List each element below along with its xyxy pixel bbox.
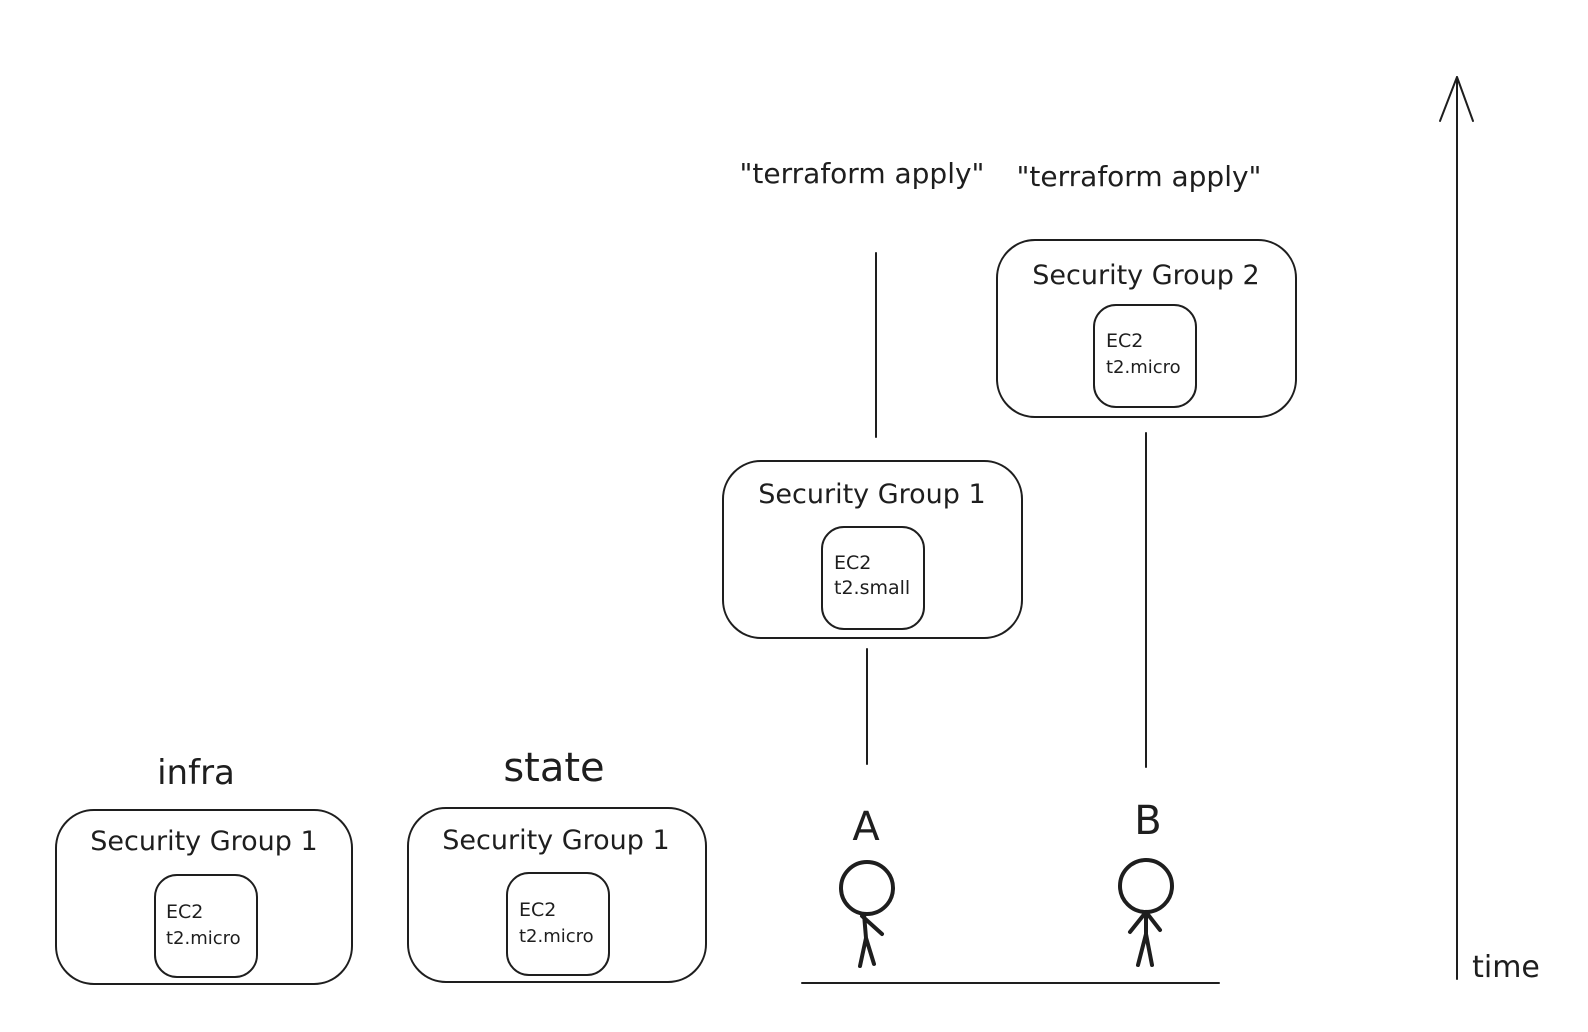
person-b-icon (1118, 858, 1174, 967)
b-security-group: Security Group 2 EC2 t2.micro (996, 239, 1297, 418)
person-b-label: B (1134, 798, 1161, 844)
state-ec2-label: EC2 (519, 899, 556, 921)
person-a-label: A (852, 804, 880, 850)
time-arrow (1439, 76, 1474, 980)
b-ec2-instance: EC2 t2.micro (1093, 304, 1197, 408)
a-ec2-label: EC2 (834, 552, 871, 574)
time-label: time (1472, 950, 1540, 985)
a-security-group-title: Security Group 1 (758, 479, 985, 510)
infra-ec2-type: t2.micro (166, 928, 241, 949)
infra-ec2-label: EC2 (166, 901, 203, 923)
b-ec2-label: EC2 (1106, 330, 1143, 352)
person-a-icon (839, 860, 895, 968)
infra-security-group-title: Security Group 1 (90, 826, 317, 857)
state-ec2-instance: EC2 t2.micro (506, 872, 610, 976)
b-ec2-type: t2.micro (1106, 357, 1181, 378)
state-security-group-title: Security Group 1 (442, 825, 669, 856)
apply-label-b: "terraform apply" (1017, 160, 1262, 193)
a-ec2-instance: EC2 t2.small (821, 526, 925, 630)
apply-label-a: "terraform apply" (740, 157, 985, 190)
a-security-group: Security Group 1 EC2 t2.small (722, 460, 1023, 639)
infra-label: infra (157, 753, 235, 793)
infra-security-group: Security Group 1 EC2 t2.micro (55, 809, 353, 985)
state-security-group: Security Group 1 EC2 t2.micro (407, 807, 707, 983)
b-security-group-title: Security Group 2 (1032, 260, 1259, 291)
state-ec2-type: t2.micro (519, 926, 594, 947)
state-label: state (503, 745, 604, 791)
a-ec2-type: t2.small (834, 577, 910, 599)
infra-ec2-instance: EC2 t2.micro (154, 874, 258, 978)
